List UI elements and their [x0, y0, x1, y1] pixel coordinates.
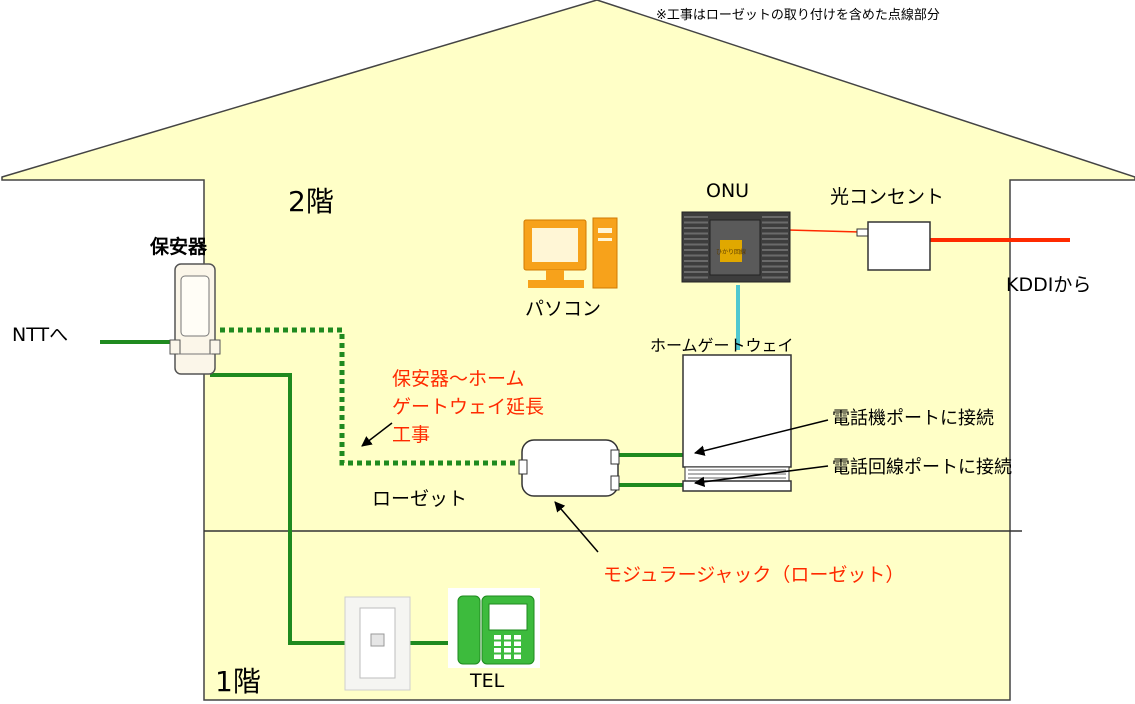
phone-key: [514, 648, 521, 653]
protector-device: [169, 263, 221, 375]
onu-device: ひかり回線: [681, 211, 791, 283]
rosette-device: [518, 439, 620, 497]
phone-key: [504, 635, 511, 640]
extension-work-label-3: 工事: [392, 424, 431, 446]
kddi-label: KDDIから: [1006, 274, 1092, 296]
phone-key: [514, 641, 521, 646]
home-gateway-device: [682, 354, 792, 492]
phone-key: [504, 648, 511, 653]
floor-1-label: 1階: [215, 665, 261, 698]
pc-icon: [523, 217, 618, 289]
modular-jack-label: モジュラージャック（ローゼット）: [603, 564, 905, 586]
tel-label: TEL: [470, 670, 505, 692]
phone-key: [504, 654, 511, 659]
ntt-label: NTTへ: [12, 324, 69, 346]
wall-outlet: [344, 596, 411, 691]
phone-key: [504, 641, 511, 646]
phone-key: [494, 654, 501, 659]
line-port-arrow: [693, 465, 829, 488]
onu-panel-text: ひかり回線: [716, 248, 746, 256]
phone-key: [494, 635, 501, 640]
home-gateway-label: ホームゲートウェイ: [650, 336, 794, 355]
phone-key: [514, 635, 521, 640]
phone-port-arrow: [693, 419, 829, 456]
line-port-label: 電話回線ポートに接続: [832, 457, 1012, 478]
onu-to-outlet-line: [787, 229, 861, 233]
telephone-icon: [448, 588, 540, 668]
protector-to-phone-line: [210, 373, 345, 645]
outlet-plug: [856, 228, 870, 237]
optical-outlet-box: [867, 221, 931, 271]
construction-note: ※工事はローゼットの取り付けを含めた点線部分: [656, 8, 940, 23]
extension-work-label-1: 保安器～ホーム: [392, 368, 525, 390]
rosette-label: ローゼット: [372, 488, 468, 510]
phone-port-label: 電話機ポートに接続: [832, 408, 994, 429]
onu-label: ONU: [706, 180, 750, 202]
phone-key: [494, 648, 501, 653]
protector-label: 保安器: [150, 236, 208, 258]
optical-outlet-label: 光コンセント: [830, 186, 945, 208]
phone-key: [514, 654, 521, 659]
extension-work-label-2: ゲートウェイ延長: [392, 396, 545, 418]
modular-jack-arrow: [554, 501, 599, 553]
extension-work-arrow: [361, 422, 393, 447]
pc-label: パソコン: [525, 298, 602, 320]
floor-2-label: 2階: [288, 185, 334, 218]
phone-key: [494, 641, 501, 646]
